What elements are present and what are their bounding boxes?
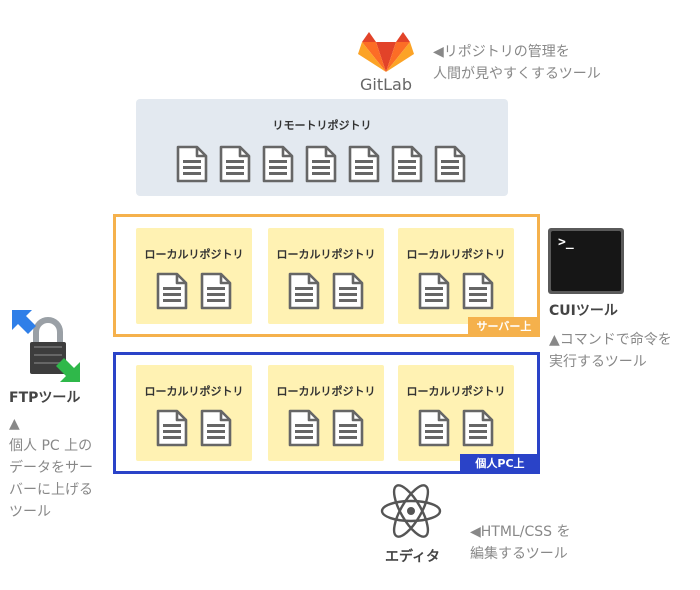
- repo-docs: [154, 271, 234, 311]
- repo-docs: [286, 408, 366, 448]
- cui-tool-label: CUIツール: [549, 303, 618, 319]
- local-pc-badge: 個人PC上: [460, 454, 540, 474]
- document-icon: [460, 271, 496, 311]
- remote-repository-title: リモートリポジトリ: [272, 119, 372, 132]
- document-icon: [198, 408, 234, 448]
- document-icon: [416, 271, 452, 311]
- ftp-note-line-1: ▲: [9, 416, 20, 432]
- document-icon: [330, 408, 366, 448]
- repo-docs: [286, 271, 366, 311]
- cui-note: ▲コマンドで命令を 実行するツール: [549, 329, 672, 373]
- ftp-lock-icon: [10, 308, 82, 384]
- document-icon: [217, 144, 253, 184]
- editor-note-line-2: 編集するツール: [470, 546, 568, 562]
- gitlab-note-line-2: 人間が見やすくするツール: [433, 66, 601, 82]
- repo-title: ローカルリポジトリ: [406, 385, 506, 398]
- document-icon: [460, 408, 496, 448]
- server-badge: サーバー上: [468, 317, 540, 337]
- remote-repository: リモートリポジトリ: [136, 99, 508, 196]
- cui-note-line-2: 実行するツール: [549, 354, 647, 370]
- document-icon: [389, 144, 425, 184]
- document-icon: [330, 271, 366, 311]
- repo-docs: [154, 408, 234, 448]
- editor-label: エディタ: [385, 549, 441, 565]
- document-icon: [432, 144, 468, 184]
- editor-note: ◀HTML/CSS を 編集するツール: [470, 521, 570, 565]
- gitlab-logo: GitLab: [356, 30, 416, 94]
- document-icon: [286, 408, 322, 448]
- ftp-note-line-4: バーに上げる: [9, 482, 93, 498]
- terminal-icon: >_: [548, 228, 624, 294]
- repo-docs: [416, 408, 496, 448]
- document-icon: [416, 408, 452, 448]
- editor-note-line-1: ◀HTML/CSS を: [470, 524, 571, 540]
- terminal-prompt: >_: [558, 235, 574, 250]
- server-local-repository-2: ローカルリポジトリ: [268, 228, 384, 324]
- document-icon: [174, 144, 210, 184]
- gitlab-logo-text: GitLab: [360, 75, 412, 94]
- remote-docs: [174, 144, 468, 184]
- ftp-note-line-3: データをサー: [9, 460, 93, 476]
- repo-title: ローカルリポジトリ: [144, 248, 244, 261]
- repo-title: ローカルリポジトリ: [276, 385, 376, 398]
- terminal-screen: >_: [551, 231, 621, 291]
- local-repository-3: ローカルリポジトリ: [398, 365, 514, 461]
- gitlab-fox-icon: [358, 32, 414, 72]
- server-frame: ローカルリポジトリ ローカルリポジトリ ローカルリポジトリ サーバー上: [113, 214, 540, 337]
- local-repository-2: ローカルリポジトリ: [268, 365, 384, 461]
- document-icon: [154, 271, 190, 311]
- document-icon: [260, 144, 296, 184]
- ftp-note: ▲ 個人 PC 上の データをサー バーに上げる ツール: [9, 413, 93, 523]
- server-local-repository-1: ローカルリポジトリ: [136, 228, 252, 324]
- repo-title: ローカルリポジトリ: [276, 248, 376, 261]
- repo-docs: [416, 271, 496, 311]
- padlock-icon: [12, 310, 80, 382]
- atom-editor-icon: [378, 480, 444, 542]
- document-icon: [198, 271, 234, 311]
- ftp-note-line-2: 個人 PC 上の: [9, 438, 93, 454]
- atom-icon: [380, 484, 442, 538]
- document-icon: [286, 271, 322, 311]
- local-pc-frame: ローカルリポジトリ ローカルリポジトリ ローカルリポジトリ 個人PC上: [113, 352, 540, 474]
- local-repository-1: ローカルリポジトリ: [136, 365, 252, 461]
- document-icon: [154, 408, 190, 448]
- ftp-tool-label: FTPツール: [9, 390, 81, 406]
- server-local-repository-3: ローカルリポジトリ: [398, 228, 514, 324]
- document-icon: [303, 144, 339, 184]
- repo-title: ローカルリポジトリ: [144, 385, 244, 398]
- cui-note-line-1: ▲コマンドで命令を: [549, 332, 672, 348]
- gitlab-note-line-1: ◀リポジトリの管理を: [433, 44, 570, 60]
- repo-title: ローカルリポジトリ: [406, 248, 506, 261]
- gitlab-note: ◀リポジトリの管理を 人間が見やすくするツール: [433, 41, 601, 85]
- ftp-note-line-5: ツール: [9, 504, 51, 520]
- document-icon: [346, 144, 382, 184]
